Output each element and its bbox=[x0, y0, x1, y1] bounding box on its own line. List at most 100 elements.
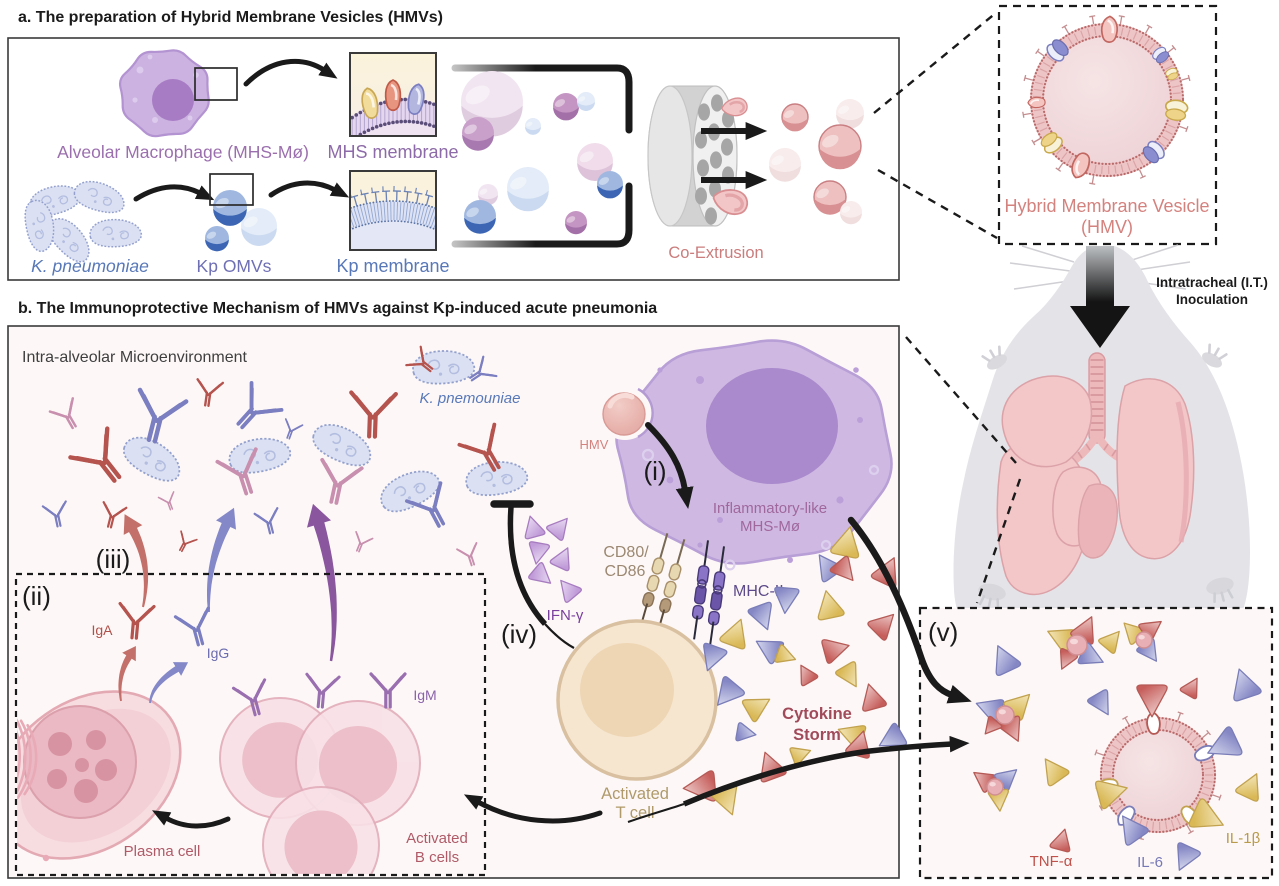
igg-label: IgG bbox=[207, 645, 230, 661]
cytokine-triangle-icon bbox=[719, 618, 746, 650]
zoom-line-top bbox=[873, 11, 998, 114]
receptor-complex-icon bbox=[639, 533, 726, 646]
vesicle-icon bbox=[597, 171, 623, 199]
t-cell-label-line2: T cell bbox=[615, 804, 654, 822]
arrow-macrophage-to-membrane bbox=[243, 58, 338, 87]
cytokine-triangle-icon bbox=[867, 613, 895, 641]
vesicle-icon bbox=[769, 148, 801, 182]
antibody-icon bbox=[305, 672, 341, 709]
mhc-label: MHC-II bbox=[733, 583, 784, 600]
membrane-protein-icon bbox=[1164, 99, 1189, 121]
il6-label: IL-6 bbox=[1137, 854, 1163, 871]
panel-v: (v) TNF-α IL-6 IL-1β bbox=[918, 606, 1274, 880]
cytokine-triangle-icon bbox=[528, 541, 550, 565]
cytokine-triangle-icon bbox=[1121, 815, 1149, 846]
antibody-icon bbox=[236, 381, 284, 430]
mhs-membrane-label: MHS membrane bbox=[327, 142, 458, 162]
membrane-protein-icon bbox=[1100, 15, 1118, 43]
omv-zoom-box bbox=[209, 173, 254, 206]
inoculation-label-line1: Intratracheal (I.T.) bbox=[1156, 275, 1268, 290]
cytokine-triangle-icon bbox=[1207, 726, 1243, 756]
membrane-protein-icon bbox=[361, 87, 379, 119]
tnf-label: TNF-α bbox=[1030, 853, 1073, 870]
cytokine-triangle-icon bbox=[747, 601, 772, 631]
step-ii-label: (ii) bbox=[22, 581, 51, 611]
step-iv-label: (iv) bbox=[501, 619, 537, 649]
cytokine-triangle-icon bbox=[835, 661, 857, 688]
antibody-icon bbox=[369, 672, 407, 709]
antibody-icon bbox=[349, 390, 398, 439]
arrow-iga-up bbox=[123, 514, 149, 608]
arrow-iga-secrete bbox=[118, 646, 136, 702]
panel-ii: (ii) Plasma cell Activated B cells IgA I… bbox=[14, 572, 487, 877]
vesicle-icon bbox=[525, 118, 541, 135]
arrow-igm-up bbox=[307, 503, 337, 662]
vesicle-icon bbox=[462, 117, 494, 151]
antibody-icon bbox=[118, 601, 156, 640]
cytokine-triangle-icon bbox=[549, 547, 570, 572]
arrow-storm-to-v-lower bbox=[627, 735, 970, 823]
macrophage-label: Alveolar Macrophage (MHS-Mø) bbox=[57, 142, 309, 162]
antibody-icon bbox=[48, 397, 77, 430]
co-extrusion-label: Co-Extrusion bbox=[668, 244, 763, 262]
membrane-protein-icon bbox=[1165, 67, 1179, 81]
antibody-icon bbox=[457, 422, 501, 472]
membrane-protein-icon bbox=[1027, 96, 1046, 109]
il1b-label: IL-1β bbox=[1226, 830, 1261, 847]
cytokine-triangle-icon bbox=[546, 517, 568, 541]
immunoglobulins bbox=[118, 601, 210, 704]
cd80-label-line2: CD86 bbox=[605, 563, 646, 580]
b-cells-label-line1: Activated bbox=[406, 830, 468, 847]
t-cell-icon bbox=[556, 619, 718, 781]
step-v-label: (v) bbox=[928, 617, 958, 647]
kp-membrane-label: Kp membrane bbox=[336, 256, 449, 276]
arrow-hmv-uptake bbox=[645, 422, 694, 509]
hmv-sphere-icon bbox=[602, 392, 646, 436]
panel-ii-border bbox=[14, 572, 487, 877]
vesicle-icon bbox=[241, 208, 277, 246]
vesicle-icon bbox=[813, 180, 847, 215]
antibody-icon bbox=[284, 418, 304, 440]
cytokine-triangle-icon bbox=[984, 715, 1003, 735]
ifn-gamma-label: IFN-γ bbox=[547, 607, 584, 624]
cytokine-triangle-icon bbox=[528, 562, 552, 584]
antibody-icon bbox=[231, 678, 267, 717]
antibody-icon bbox=[68, 426, 122, 483]
antibody-field bbox=[41, 345, 501, 567]
cytokine-triangle-icon bbox=[716, 676, 745, 706]
vesicle-icon bbox=[577, 92, 595, 111]
extruded-droplet-icon bbox=[712, 189, 749, 215]
membrane-protein-icon bbox=[1152, 46, 1170, 64]
bacteria-field bbox=[123, 350, 529, 513]
igm-label: IgM bbox=[413, 687, 436, 703]
membrane-ring bbox=[1022, 15, 1191, 185]
b-cell-icon bbox=[262, 786, 380, 874]
membrane-protein-icon bbox=[1071, 152, 1091, 179]
step-iii-label: (iii) bbox=[96, 544, 131, 574]
membrane-protein-icon bbox=[1046, 39, 1069, 62]
cytokine-triangle-icon bbox=[703, 642, 728, 672]
bacterium-icon bbox=[465, 461, 529, 497]
hmv-small-label: HMV bbox=[580, 437, 609, 452]
antibody-icon bbox=[178, 530, 198, 553]
cytokine-cluster-icon bbox=[1123, 620, 1162, 662]
environment-label: Intra-alveolar Microenvironment bbox=[22, 349, 248, 366]
cytokine-triangle-icon bbox=[560, 579, 582, 603]
cytokine-triangle-icon bbox=[995, 645, 1022, 676]
plasma-cell-icon bbox=[17, 690, 182, 862]
lung-zoom-line-bottom bbox=[975, 478, 1022, 604]
t-cell-label-line1: Activated bbox=[601, 785, 669, 803]
kp-membrane-content bbox=[350, 185, 436, 250]
macrophage-b-label-line1: Inflammatory-like bbox=[713, 500, 827, 517]
extruded-droplet-icon bbox=[721, 97, 748, 117]
mouse-foot-icon bbox=[1206, 577, 1234, 604]
antibody-icon bbox=[102, 501, 128, 529]
cytokine-triangle-icon bbox=[862, 683, 887, 712]
hybrid-membrane-vesicle-icon bbox=[1022, 15, 1191, 185]
vesicle-icon bbox=[507, 167, 549, 212]
k-pnemouniae-label: K. pnemouniae bbox=[420, 390, 521, 407]
mouse-foot-icon bbox=[978, 583, 1006, 609]
cytokine-receptor-icon bbox=[1146, 711, 1161, 735]
k-pneumoniae-label: K. pneumoniae bbox=[31, 256, 149, 276]
